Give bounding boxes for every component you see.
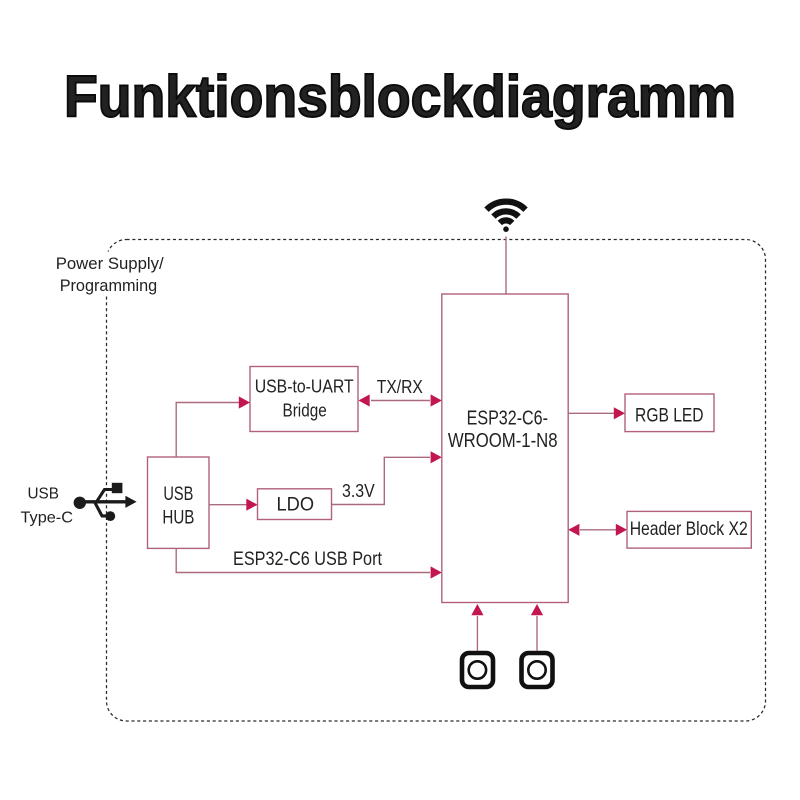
svg-text:Bridge: Bridge [283, 401, 327, 421]
svg-text:Programming: Programming [60, 276, 158, 295]
svg-text:Type-C: Type-C [21, 510, 74, 527]
svg-text:USB: USB [163, 484, 193, 505]
svg-text:HUB: HUB [162, 508, 194, 529]
svg-text:LDO: LDO [277, 495, 315, 516]
svg-text:ESP32-C6-: ESP32-C6- [467, 408, 548, 430]
svg-text:USB: USB [28, 486, 60, 503]
svg-text:WROOM-1-N8: WROOM-1-N8 [448, 430, 558, 452]
svg-text:Power Supply/: Power Supply/ [56, 254, 164, 273]
svg-text:RGB LED: RGB LED [635, 404, 704, 426]
svg-text:3.3V: 3.3V [342, 480, 375, 501]
svg-text:USB-to-UART: USB-to-UART [255, 377, 354, 397]
svg-text:Funktionsblockdiagramm: Funktionsblockdiagramm [64, 65, 736, 130]
svg-text:ESP32-C6 USB Port: ESP32-C6 USB Port [233, 549, 383, 570]
svg-text:TX/RX: TX/RX [377, 377, 423, 397]
svg-text:Header Block X2: Header Block X2 [630, 518, 748, 540]
